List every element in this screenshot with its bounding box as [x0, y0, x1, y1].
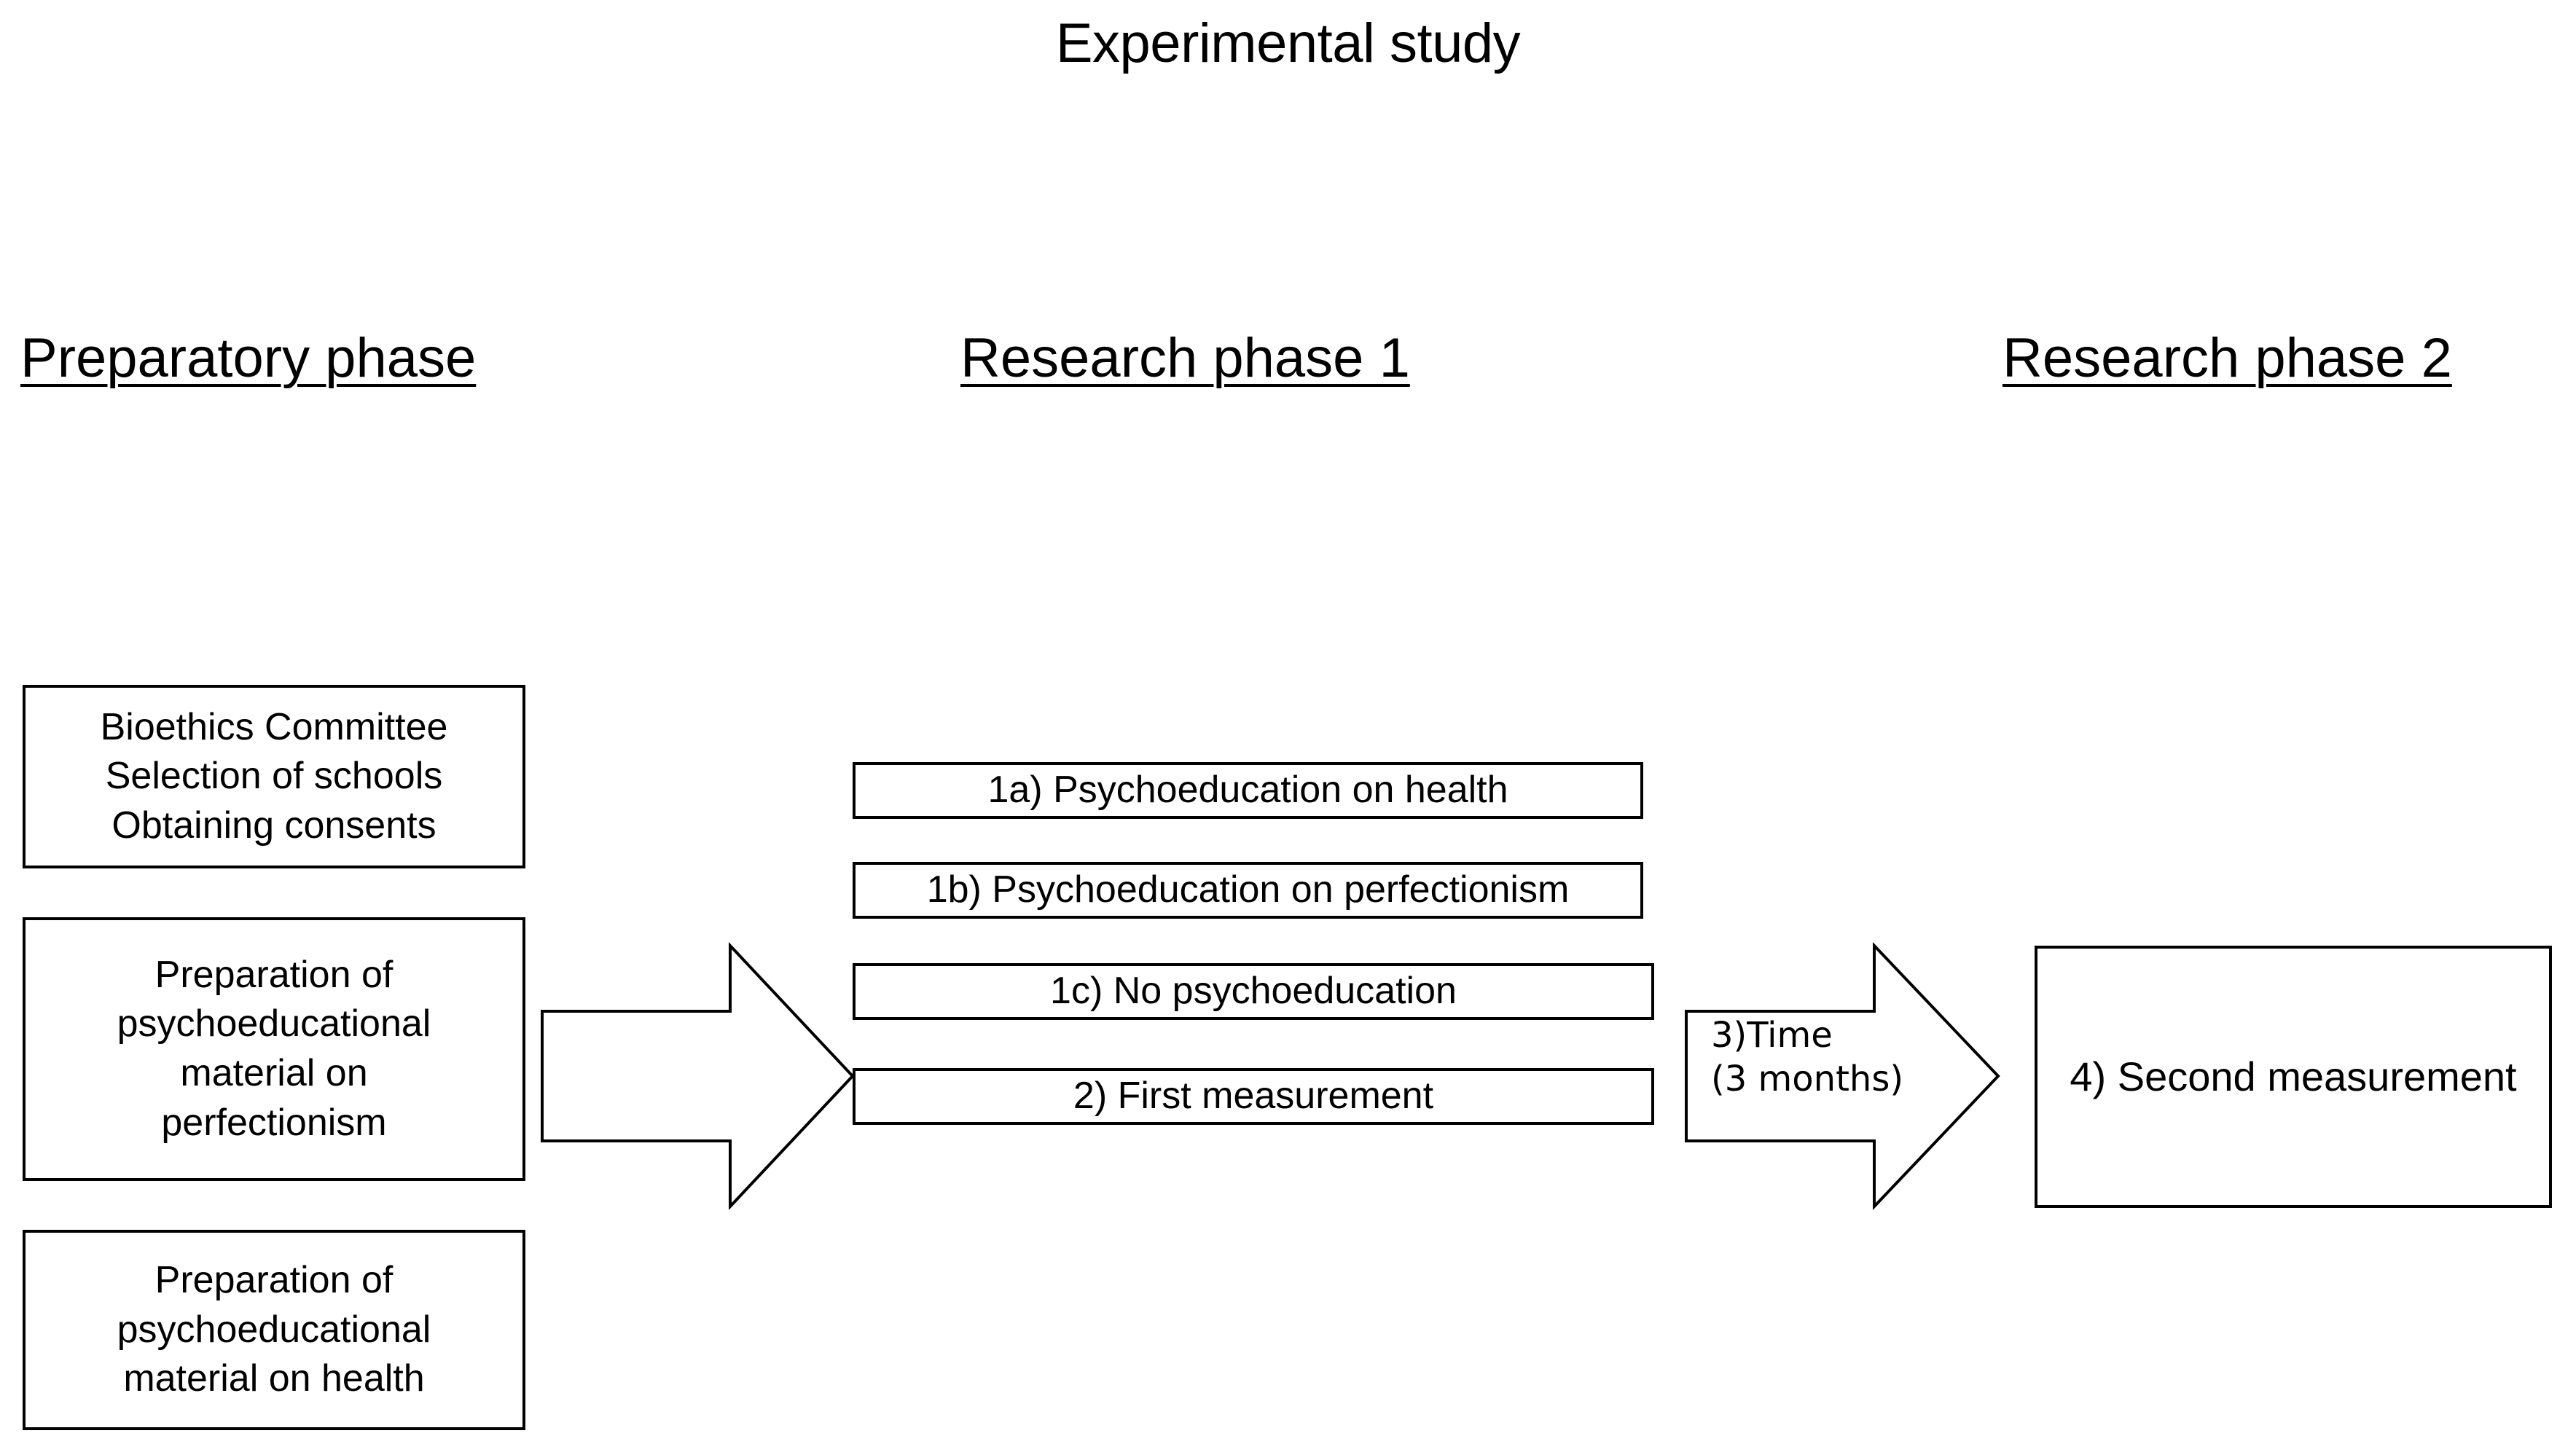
arrow-preparatory-to-phase1	[541, 941, 855, 1211]
arrow-time-label: 3)Time (3 months)	[1711, 1015, 1904, 1099]
box-label: 2) First measurement	[1073, 1075, 1434, 1118]
box-material-perfectionism: Preparation of psychoeducational materia…	[23, 917, 525, 1181]
box-psychoeducation-health: 1a) Psychoeducation on health	[853, 762, 1643, 819]
box-label: 1a) Psychoeducation on health	[987, 769, 1508, 812]
heading-research-phase-2: Research phase 2	[2003, 327, 2452, 389]
box-label: Bioethics Committee Selection of schools…	[100, 705, 448, 847]
heading-preparatory-phase: Preparatory phase	[20, 327, 477, 389]
box-label: 1c) No psychoeducation	[1050, 970, 1457, 1013]
box-psychoeducation-perfectionism: 1b) Psychoeducation on perfectionism	[853, 862, 1643, 919]
box-no-psychoeducation: 1c) No psychoeducation	[853, 963, 1654, 1020]
page-title: Experimental study	[1055, 12, 1521, 74]
box-label: Preparation of psychoeducational materia…	[117, 1259, 431, 1400]
box-bioethics-selection-consents: Bioethics Committee Selection of schools…	[23, 685, 525, 868]
box-second-measurement: 4) Second measurement	[2035, 946, 2552, 1208]
right-arrow-icon	[1685, 941, 2000, 1211]
box-label: Preparation of psychoeducational materia…	[117, 953, 431, 1144]
box-label: 4) Second measurement	[2070, 1053, 2517, 1099]
box-first-measurement: 2) First measurement	[853, 1068, 1654, 1125]
heading-research-phase-1: Research phase 1	[960, 327, 1410, 389]
arrow-time-to-phase2	[1685, 941, 2000, 1211]
box-label: 1b) Psychoeducation on perfectionism	[926, 868, 1570, 911]
right-arrow-icon	[541, 941, 855, 1211]
box-material-health: Preparation of psychoeducational materia…	[23, 1230, 525, 1430]
